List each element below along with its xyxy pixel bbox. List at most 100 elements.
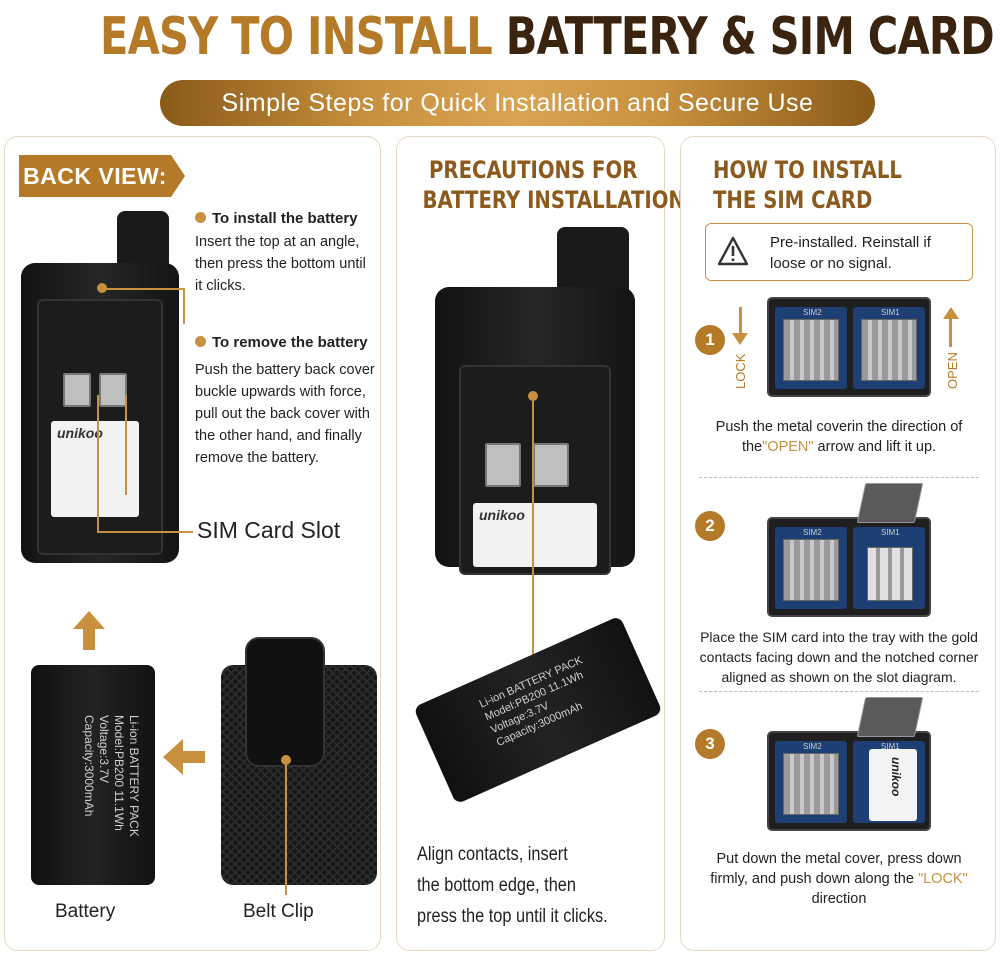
step-divider bbox=[699, 477, 979, 478]
sim-install-panel: HOW TO INSTALL THE SIM CARD Pre-installe… bbox=[680, 136, 996, 951]
step-text-3-post: direction bbox=[811, 891, 867, 907]
install-battery-head: To install the battery bbox=[195, 210, 358, 227]
step-text-3: Put down the metal cover, press down fir… bbox=[701, 849, 977, 909]
title-part1: EASY TO INSTALL bbox=[100, 7, 493, 67]
step-text-3-pre: Put down the metal cover, press down fir… bbox=[710, 851, 962, 887]
pointer-dot-clip bbox=[281, 755, 291, 765]
align-line: Align contacts, insert bbox=[417, 844, 568, 865]
lock-label: LOCK bbox=[733, 353, 748, 389]
battery-line: Li-ion BATTERY PACK bbox=[127, 715, 141, 837]
precautions-heading-line2: BATTERY INSTALLATION bbox=[422, 186, 685, 214]
step-text-1-post: arrow and lift it up. bbox=[813, 439, 937, 455]
back-view-tag: BACK VIEW: bbox=[19, 155, 185, 197]
step-number-2: 2 bbox=[695, 511, 725, 541]
install-battery-head-text: To install the battery bbox=[212, 210, 358, 227]
arrow-left-icon bbox=[163, 739, 183, 775]
battery-label: Li-ion BATTERY PACK Model:PB200 11.1Wh V… bbox=[81, 715, 141, 837]
warning-line: loose or no signal. bbox=[770, 255, 892, 272]
step-number-1: 1 bbox=[695, 325, 725, 355]
sim-tray-step3: unikoo SIM2 SIM1 bbox=[767, 731, 931, 831]
open-arrow-up-icon bbox=[943, 307, 959, 319]
sim-tray-step2: SIM2 SIM1 bbox=[767, 517, 931, 617]
pointer-line bbox=[532, 399, 534, 691]
sim-metal-cover bbox=[783, 539, 839, 601]
pointer-line bbox=[97, 531, 193, 533]
radio-open-image: unikoo bbox=[435, 287, 635, 575]
device-label: unikoo bbox=[51, 421, 139, 517]
belt-clip-tab bbox=[245, 637, 325, 767]
sim-card: unikoo bbox=[869, 749, 917, 821]
sim-cover-lifted bbox=[856, 483, 924, 523]
step-number-3: 3 bbox=[695, 729, 725, 759]
sim-metal-cover bbox=[783, 319, 839, 381]
step-divider bbox=[699, 691, 979, 692]
battery-label: Li-ion BATTERY PACK Model:PB200 11.1Wh V… bbox=[477, 653, 602, 750]
subtitle-banner: Simple Steps for Quick Installation and … bbox=[160, 80, 875, 126]
sim2-label: SIM2 bbox=[803, 308, 822, 317]
precautions-panel: PRECAUTIONS FOR BATTERY INSTALLATION uni… bbox=[396, 136, 685, 951]
sim-card-brand: unikoo bbox=[889, 757, 903, 797]
bullet-icon bbox=[195, 212, 206, 223]
sim-slot-1 bbox=[533, 443, 569, 487]
warning-icon bbox=[718, 236, 748, 266]
sim-metal-cover bbox=[861, 319, 917, 381]
sim1-label: SIM1 bbox=[881, 528, 900, 537]
open-highlight: "OPEN" bbox=[762, 439, 814, 455]
lock-arrow bbox=[739, 307, 742, 335]
sim1-label: SIM1 bbox=[881, 308, 900, 317]
step-text-1: Push the metal coverin the direction of … bbox=[701, 417, 977, 457]
sim-slot-1 bbox=[99, 373, 127, 407]
remove-battery-head: To remove the battery bbox=[195, 334, 368, 351]
precautions-heading-line1: PRECAUTIONS FOR bbox=[429, 156, 638, 184]
remove-battery-body: Push the battery back cover buckle upwar… bbox=[195, 362, 375, 466]
title-part2: BATTERY & SIM CARD bbox=[505, 7, 995, 67]
sim1-label: SIM1 bbox=[881, 742, 900, 751]
lock-arrow-down-icon bbox=[732, 333, 748, 345]
battery-caption: Battery bbox=[55, 901, 116, 922]
radio-back-image: unikoo bbox=[21, 263, 179, 563]
pointer-dot bbox=[528, 391, 538, 401]
sim-cover-lifted bbox=[856, 697, 924, 737]
device-label: unikoo bbox=[473, 503, 597, 567]
battery-line: Model:PB200 11.1Wh bbox=[112, 715, 126, 831]
page-title: EASY TO INSTALL BATTERY & SIM CARD bbox=[100, 2, 995, 72]
sim-contacts bbox=[867, 547, 913, 601]
arrow-up-icon bbox=[73, 611, 105, 629]
align-line: the bottom edge, then bbox=[417, 875, 576, 896]
warning-line: Pre-installed. Reinstall if bbox=[770, 234, 931, 251]
warning-text: Pre-installed. Reinstall if loose or no … bbox=[770, 232, 931, 274]
pointer-line bbox=[125, 395, 127, 495]
install-battery-body: Insert the top at an angle, then press t… bbox=[195, 234, 366, 294]
sim2-label: SIM2 bbox=[803, 742, 822, 751]
sim2-label: SIM2 bbox=[803, 528, 822, 537]
precautions-heading: PRECAUTIONS FOR BATTERY INSTALLATION bbox=[422, 155, 684, 215]
pointer-line bbox=[102, 288, 184, 290]
align-instructions: Align contacts, insert the bottom edge, … bbox=[417, 839, 608, 932]
sim-metal-cover bbox=[783, 753, 839, 815]
sim-install-heading: HOW TO INSTALL THE SIM CARD bbox=[713, 155, 902, 215]
battery-line: Voltage:3.7V bbox=[97, 715, 111, 784]
sim-slot-2 bbox=[63, 373, 91, 407]
arrow-left-stem bbox=[181, 751, 205, 763]
warning-box: Pre-installed. Reinstall if loose or no … bbox=[705, 223, 973, 281]
sim-heading-line2: THE SIM CARD bbox=[713, 186, 873, 214]
sim-card-slot-label: SIM Card Slot bbox=[197, 517, 341, 543]
back-view-panel: BACK VIEW: unikoo To install the battery… bbox=[4, 136, 381, 951]
device-label-brand: unikoo bbox=[479, 507, 525, 523]
belt-clip-caption: Belt Clip bbox=[243, 901, 314, 922]
sim-tray-step1: SIM2 SIM1 bbox=[767, 297, 931, 397]
remove-battery-head-text: To remove the battery bbox=[212, 334, 368, 351]
step-text-1-pre: Push the metal coverin the direction of … bbox=[715, 419, 963, 455]
sim-slot-2 bbox=[485, 443, 521, 487]
pointer-line bbox=[97, 395, 99, 531]
pointer-line bbox=[183, 288, 185, 324]
pointer-line bbox=[285, 763, 287, 895]
battery-line: Capacity:3000mAh bbox=[82, 715, 96, 817]
battery-tilted-image: Li-ion BATTERY PACK Model:PB200 11.1Wh V… bbox=[413, 615, 663, 805]
bullet-icon bbox=[195, 336, 206, 347]
sim-heading-line1: HOW TO INSTALL bbox=[713, 156, 902, 184]
radio-antenna bbox=[117, 211, 169, 271]
lock-highlight: "LOCK" bbox=[917, 871, 968, 887]
arrow-up-stem bbox=[83, 628, 95, 650]
step-text-2: Place the SIM card into the tray with th… bbox=[699, 629, 979, 685]
